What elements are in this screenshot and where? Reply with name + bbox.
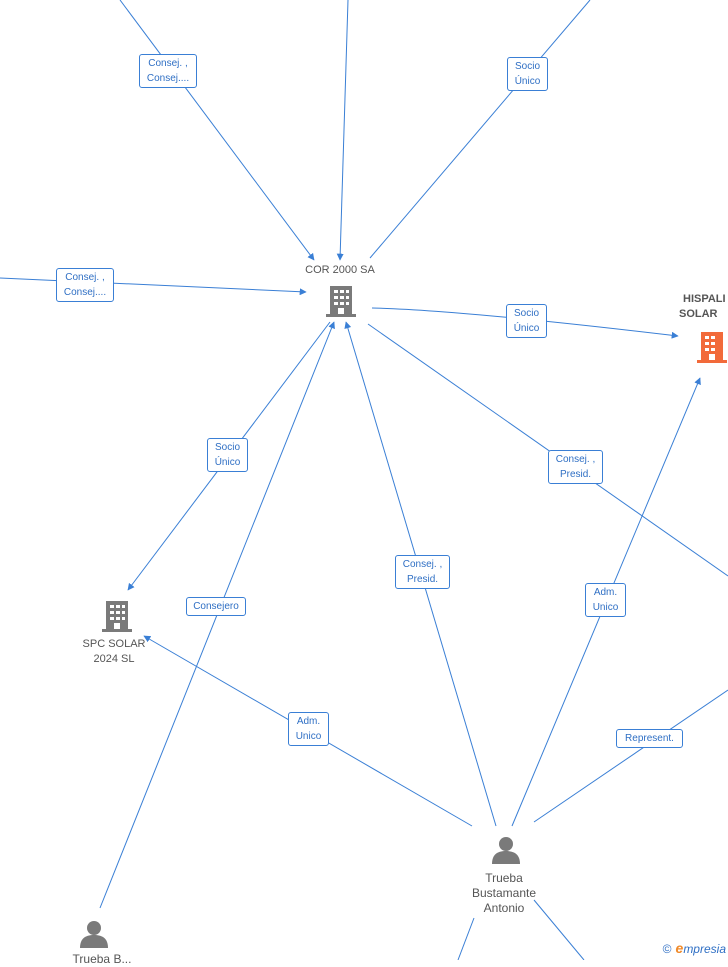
- company-building-icon[interactable]: [102, 601, 132, 632]
- edge-label-consej[interactable]: Consej. ,Consej....: [139, 54, 197, 88]
- brand-logo-e: e: [675, 940, 684, 956]
- brand-watermark: ©empresia: [663, 940, 726, 956]
- edge-label-consej-presid[interactable]: Consej. ,Presid.: [395, 555, 450, 589]
- company-building-icon[interactable]: [697, 332, 727, 363]
- copyright-icon: ©: [662, 942, 672, 956]
- edge-label-consejero[interactable]: Consejero: [186, 597, 246, 616]
- person-icon[interactable]: [492, 837, 520, 864]
- edge-line: [533, 899, 585, 960]
- person-icon[interactable]: [80, 921, 108, 948]
- edge-label-represent[interactable]: Represent.: [616, 729, 683, 748]
- company-building-icon[interactable]: [326, 286, 356, 317]
- edge-line: [533, 689, 728, 823]
- edge-line: [336, 0, 349, 261]
- brand-name: mpresia: [683, 942, 726, 956]
- node-label-trueba-bustamante[interactable]: Trueba Bustamante Antonio: [471, 871, 537, 915]
- edge-label-consej[interactable]: Consej. ,Consej....: [56, 268, 114, 302]
- edge-label-consej-presid[interactable]: Consej. ,Presid.: [548, 450, 603, 484]
- edge-line: [369, 0, 591, 259]
- node-label-spc-solar[interactable]: SPC SOLAR 2024 SL: [82, 638, 146, 665]
- node-label-hispali-solar[interactable]: HISPALI SOLAR: [679, 293, 726, 320]
- edge-line: [119, 0, 315, 261]
- edge-label-adm-unico[interactable]: Adm.Unico: [288, 712, 329, 746]
- edge-line: [371, 307, 679, 339]
- edge-label-adm-unico[interactable]: Adm.Unico: [585, 583, 626, 617]
- edge-line: [457, 917, 475, 960]
- node-label-cor-2000[interactable]: COR 2000 SA: [305, 264, 375, 276]
- edge-line: [0, 277, 307, 296]
